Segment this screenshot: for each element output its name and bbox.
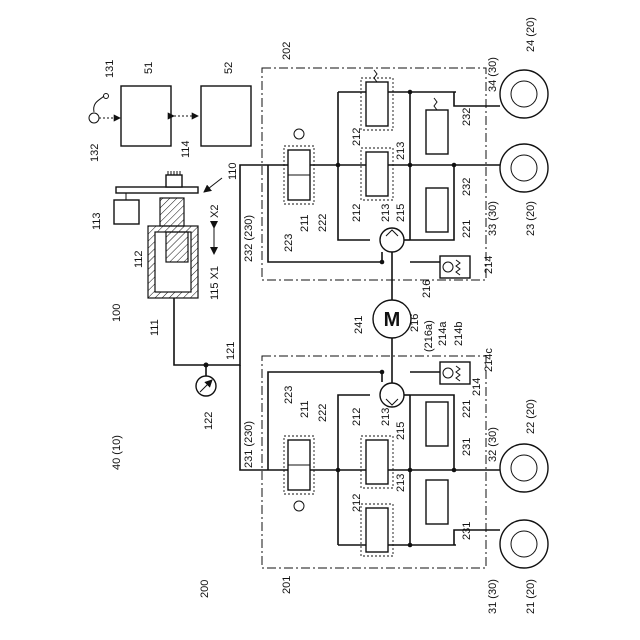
label-214b: 214b xyxy=(453,322,465,346)
label-122: 122 xyxy=(203,412,215,430)
label-wheel-34: 34 (30) xyxy=(487,57,499,92)
check-valve-icon xyxy=(294,501,304,511)
label-114: 114 xyxy=(180,140,192,158)
label-202: 202 xyxy=(281,42,293,60)
label-10: 40 (10) xyxy=(111,435,123,470)
label-wheel-21: 21 (20) xyxy=(525,579,537,614)
label-wheel-22: 22 (20) xyxy=(525,399,537,434)
pump-215-upper xyxy=(380,228,404,252)
label-232-b: 232 xyxy=(461,178,473,196)
gear-114 xyxy=(166,175,182,187)
upper-valves xyxy=(284,70,448,232)
label-211-lower: 211 xyxy=(299,400,311,418)
valve-212-upper-a xyxy=(366,82,388,126)
label-231-b: 231 xyxy=(461,522,473,540)
label-201: 201 xyxy=(281,576,293,594)
label-wheel-23: 23 (20) xyxy=(525,201,537,236)
label-212-d: 212 xyxy=(351,494,363,512)
label-216-lower: 216 xyxy=(409,314,421,332)
label-216a: (216a) xyxy=(423,320,435,352)
label-232-230: 232 (230) xyxy=(243,215,255,262)
lower-valves xyxy=(284,402,448,556)
label-231-a: 231 xyxy=(461,438,473,456)
motor-block-113 xyxy=(114,200,139,224)
label-222-lower: 222 xyxy=(317,404,329,422)
reservoir-214-upper xyxy=(440,256,470,278)
label-213-b: 213 xyxy=(380,204,392,222)
label-wheel-32: 32 (30) xyxy=(487,427,499,462)
label-211-upper: 211 xyxy=(299,214,311,232)
reservoir-214-lower xyxy=(440,362,470,384)
cylinder-rod xyxy=(160,198,184,226)
label-232-a: 232 xyxy=(461,108,473,126)
wheel-22 xyxy=(500,444,548,492)
label-221-upper: 221 xyxy=(461,220,473,238)
label-214a: 214a xyxy=(437,321,449,346)
label-214c: 214c xyxy=(483,348,495,372)
label-223-lower: 223 xyxy=(283,386,295,404)
pump-215-lower xyxy=(380,383,404,407)
valve-213-lower-a xyxy=(426,402,448,446)
label-51: 51 xyxy=(143,62,155,74)
label-213-d: 213 xyxy=(395,474,407,492)
valve-212-lower-a xyxy=(366,440,388,484)
label-215-upper: 215 xyxy=(395,204,407,222)
wheel-23 xyxy=(500,144,548,192)
motor-label: M xyxy=(384,309,401,331)
valve-213-lower-b xyxy=(426,480,448,524)
label-110: 110 xyxy=(227,162,239,180)
label-222-upper: 222 xyxy=(317,214,329,232)
label-113: 113 xyxy=(91,212,103,230)
wheel-24 xyxy=(500,70,548,118)
sensor-lead xyxy=(94,96,104,112)
label-200: 200 xyxy=(199,580,211,598)
label-132: 132 xyxy=(89,144,101,162)
wheel-cylinders xyxy=(500,70,548,568)
label-x2: X2 xyxy=(209,205,221,218)
label-214-lower: 214 xyxy=(471,378,483,396)
control-unit-51 xyxy=(121,86,171,146)
label-214-upper: 214 xyxy=(483,256,495,274)
label-212-a: 212 xyxy=(351,128,363,146)
rod-bar xyxy=(116,187,198,193)
label-111: 111 xyxy=(149,319,161,336)
controller-section xyxy=(89,86,268,470)
label-223-upper: 223 xyxy=(283,234,295,252)
label-100: 100 xyxy=(111,304,123,322)
check-valve-icon xyxy=(294,129,304,139)
label-131: 131 xyxy=(104,60,116,78)
label-231-230: 231 (230) xyxy=(243,421,255,468)
label-213-a: 213 xyxy=(395,142,407,160)
label-115: 115 X1 xyxy=(209,266,221,300)
sensor-tip xyxy=(104,94,109,99)
valve-212-upper-b xyxy=(366,152,388,196)
label-216-upper: 216 xyxy=(421,280,433,298)
label-52: 52 xyxy=(223,62,235,74)
label-212-c: 212 xyxy=(351,408,363,426)
valve-213-upper-a xyxy=(426,110,448,154)
label-241: 241 xyxy=(353,316,365,334)
label-wheel-31: 31 (30) xyxy=(487,579,499,614)
label-212-b: 212 xyxy=(351,204,363,222)
valve-212-lower-b xyxy=(366,508,388,552)
label-221-lower: 221 xyxy=(461,400,473,418)
pump-motor-assembly: M xyxy=(373,228,470,407)
pedal-sensor-icon xyxy=(89,113,99,123)
control-unit-52 xyxy=(201,86,251,146)
piston-112 xyxy=(166,232,188,262)
label-121: 121 xyxy=(225,342,237,360)
label-wheel-24: 24 (20) xyxy=(525,17,537,52)
label-215-lower: 215 xyxy=(395,422,407,440)
label-wheel-33: 33 (30) xyxy=(487,201,499,236)
label-213-c: 213 xyxy=(380,408,392,426)
wheel-21 xyxy=(500,520,548,568)
input-arrow-110 xyxy=(204,178,222,192)
label-112: 112 xyxy=(133,250,145,268)
valve-213-upper-b xyxy=(426,188,448,232)
